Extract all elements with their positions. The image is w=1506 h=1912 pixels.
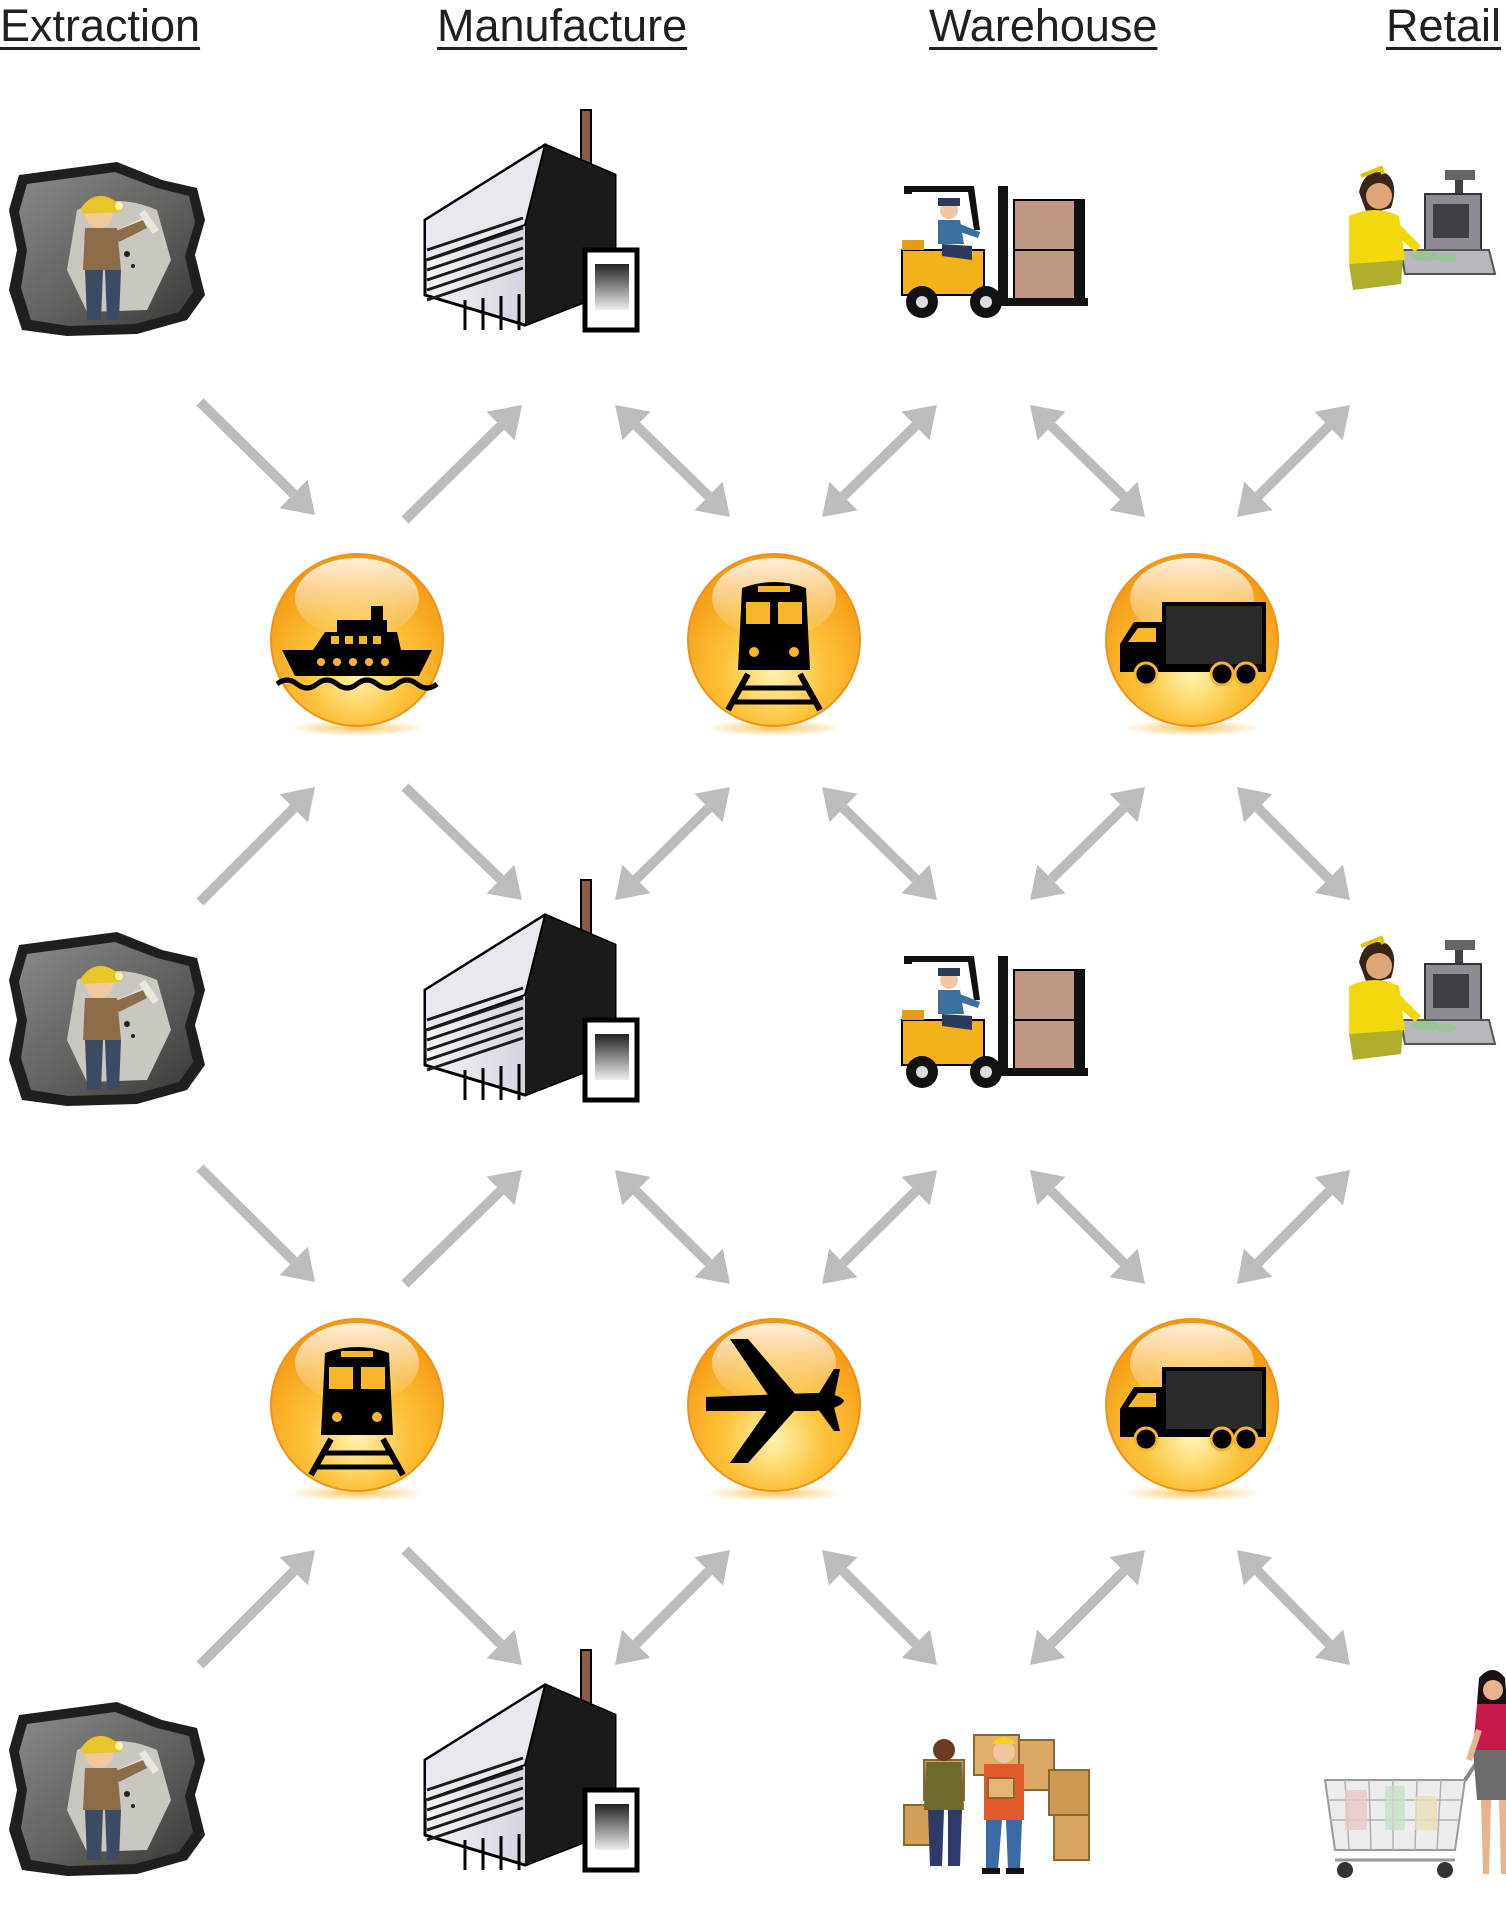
flow-arrow-12 <box>1237 787 1350 900</box>
flow-arrow-9 <box>615 787 730 900</box>
mine-icon <box>9 932 205 1106</box>
header-warehouse: Warehouse <box>929 0 1158 51</box>
mine-icon <box>9 1702 205 1876</box>
flow-arrow-10 <box>822 787 937 900</box>
flow-arrow-11 <box>1030 787 1145 900</box>
mine-icon <box>9 162 205 336</box>
flow-arrow-13 <box>196 1164 315 1282</box>
flow-arrow-2 <box>401 405 522 524</box>
flow-arrow-3 <box>615 405 730 517</box>
flow-arrow-5 <box>1030 405 1145 517</box>
flow-arrow-4 <box>822 405 937 517</box>
flow-arrow-18 <box>1237 1170 1350 1284</box>
flow-arrow-20 <box>401 1546 522 1665</box>
header-retail: Retail <box>1386 0 1502 51</box>
forklift-icon <box>901 185 1089 319</box>
cashier-icon <box>1347 166 1497 292</box>
flow-arrow-7 <box>196 787 315 906</box>
workers-boxes-icon <box>903 1734 1090 1875</box>
cashier-icon <box>1347 936 1497 1062</box>
flow-arrow-22 <box>822 1550 937 1665</box>
flow-arrow-21 <box>615 1550 730 1665</box>
flow-arrow-17 <box>1030 1170 1145 1284</box>
shopper-cart-icon <box>1325 1670 1506 1878</box>
flow-arrow-16 <box>822 1170 937 1284</box>
flow-arrow-14 <box>401 1170 522 1288</box>
factory-icon <box>425 880 637 1100</box>
flow-arrow-19 <box>196 1550 315 1669</box>
header-manufacture: Manufacture <box>437 0 688 51</box>
flow-arrow-8 <box>401 783 522 900</box>
factory-icon <box>425 110 637 330</box>
flow-arrow-6 <box>1237 405 1350 517</box>
header-extraction: Extraction <box>0 0 201 51</box>
forklift-icon <box>901 955 1089 1089</box>
flow-arrow-24 <box>1237 1550 1350 1665</box>
flow-arrow-15 <box>615 1170 730 1284</box>
factory-icon <box>425 1650 637 1870</box>
flow-arrow-1 <box>196 398 315 515</box>
flow-arrow-23 <box>1030 1550 1145 1665</box>
